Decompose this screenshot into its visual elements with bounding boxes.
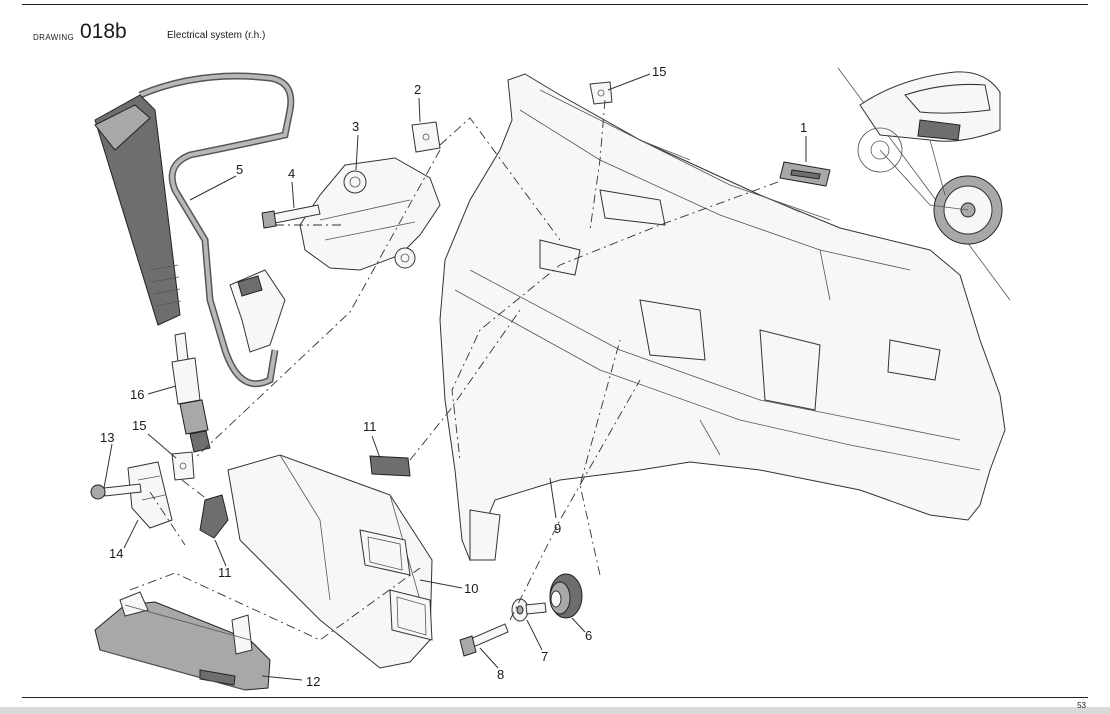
leader-lines [103, 73, 807, 681]
callout-15-left: 15 [132, 418, 146, 433]
rear-frame-assembly-9 [439, 73, 1006, 562]
callout-7: 7 [541, 649, 548, 664]
spring-clip-2 [411, 121, 441, 153]
callout-11-pad: 11 [363, 419, 377, 434]
screw-4 [261, 204, 321, 229]
callout-9: 9 [554, 521, 561, 536]
drawing-label: DRAWING [33, 33, 75, 42]
connector-1 [779, 161, 831, 187]
cap-11-small [199, 494, 229, 539]
footer-band [0, 707, 1110, 714]
callout-14: 14 [109, 546, 123, 561]
callout-12: 12 [306, 674, 320, 689]
control-unit-10 [227, 454, 433, 669]
callout-11-cap: 11 [218, 565, 232, 580]
washer-7 [511, 598, 547, 622]
spark-plug-16 [171, 332, 211, 453]
screw-13 [90, 483, 142, 500]
ht-lead-5 [94, 72, 295, 388]
spring-clip-15-left [171, 451, 195, 481]
callout-5: 5 [236, 162, 243, 177]
callout-16: 16 [130, 387, 144, 402]
callout-4: 4 [288, 166, 295, 181]
assembly-lines [129, 99, 779, 641]
motorcycle-thumbnail [837, 67, 1011, 301]
callout-8: 8 [497, 667, 504, 682]
spring-clip-15-top [589, 81, 613, 105]
ignition-coil-3 [229, 157, 441, 353]
top-rule [22, 4, 1088, 5]
pad-11 [369, 455, 411, 477]
page-number: 53 [1077, 701, 1086, 710]
callout-15-top: 15 [652, 64, 666, 79]
bracket-14 [127, 461, 173, 529]
drawing-number: 018b [80, 20, 127, 43]
callout-1: 1 [800, 120, 807, 135]
callout-3: 3 [352, 119, 359, 134]
bottom-rule [22, 697, 1088, 698]
tray-12 [94, 591, 271, 691]
drawing-title: Electrical system (r.h.) [167, 30, 266, 41]
callout-2: 2 [414, 82, 421, 97]
callout-10: 10 [464, 581, 478, 596]
callout-13: 13 [100, 430, 114, 445]
screw-8 [459, 623, 509, 657]
grommet-6 [549, 573, 583, 619]
callout-6: 6 [585, 628, 592, 643]
